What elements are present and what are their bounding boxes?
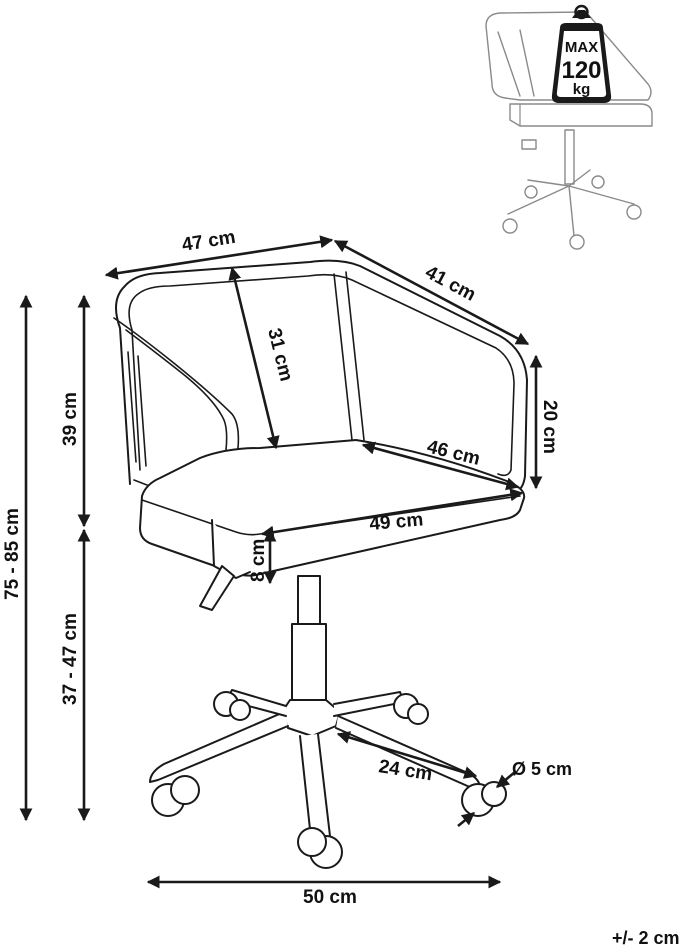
weight-max-label: MAX [565, 39, 598, 56]
weight-value: 120 [561, 57, 601, 84]
dim-line-seat-depth [361, 441, 520, 491]
label-seat-height: 37 - 47 cm [60, 613, 81, 705]
dim-line-wheel-top [496, 771, 516, 788]
dim-line-wheel-bottom [457, 811, 476, 828]
dim-line-backrest-width [104, 235, 334, 280]
weight-unit: kg [573, 81, 591, 98]
caster-front-center [297, 827, 343, 869]
chair-illustration [113, 259, 528, 869]
label-total-height: 75 - 85 cm [2, 508, 23, 600]
caster-back-right [393, 693, 429, 725]
label-wheel-diameter: Ø 5 cm [512, 759, 572, 779]
caster-back-left [213, 691, 251, 721]
label-seat-width: 49 cm [369, 509, 425, 535]
caster-front-left [151, 775, 200, 817]
dim-line-seat-width [260, 488, 524, 539]
label-armrest-depth: 41 cm [422, 262, 479, 306]
max-weight-badge: MAX 120 kg [551, 4, 612, 103]
dim-line-leg-length [336, 731, 478, 779]
label-base-width: 50 cm [303, 887, 357, 908]
label-armrest-height: 20 cm [539, 400, 560, 454]
label-backrest-height: 39 cm [60, 392, 81, 446]
dimension-lines [19, 235, 543, 889]
dim-line-backrest-inner-height [228, 266, 280, 450]
caster-front-right [461, 781, 507, 817]
label-backrest-width: 47 cm [180, 227, 236, 256]
dim-line-armrest-depth [333, 239, 530, 346]
label-seat-thickness: 8 cm [248, 539, 269, 582]
tolerance-note: +/- 2 cm [612, 928, 680, 948]
